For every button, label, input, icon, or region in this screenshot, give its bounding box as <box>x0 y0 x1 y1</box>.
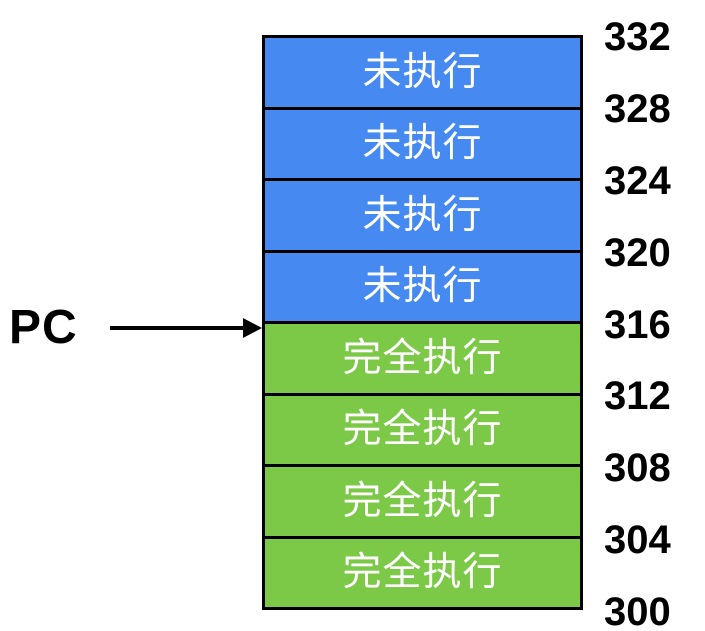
address-label: 316 <box>604 302 671 347</box>
address-label: 312 <box>604 374 671 419</box>
memory-row-label: 完全执行 <box>342 551 503 595</box>
address-label: 328 <box>604 86 671 131</box>
pc-label: PC <box>9 301 78 355</box>
memory-row-unexecuted: 未执行 <box>265 38 580 110</box>
address-label: 304 <box>604 518 671 563</box>
memory-box: 未执行未执行未执行未执行完全执行完全执行完全执行完全执行 <box>262 35 583 610</box>
memory-row-executed: 完全执行 <box>265 538 580 607</box>
pc-arrow-icon <box>110 318 262 338</box>
memory-row-executed: 完全执行 <box>265 395 580 467</box>
memory-row-executed: 完全执行 <box>265 324 580 396</box>
memory-row-unexecuted: 未执行 <box>265 181 580 253</box>
memory-row-unexecuted: 未执行 <box>265 252 580 324</box>
memory-row-unexecuted: 未执行 <box>265 109 580 181</box>
memory-row-label: 未执行 <box>362 193 483 237</box>
address-label: 308 <box>604 446 671 491</box>
memory-row-label: 未执行 <box>362 265 483 309</box>
memory-row-label: 未执行 <box>362 50 483 94</box>
memory-row-label: 完全执行 <box>342 408 503 452</box>
address-label: 300 <box>604 590 671 631</box>
address-label: 324 <box>604 158 671 203</box>
memory-row-executed: 完全执行 <box>265 467 580 539</box>
address-label: 332 <box>604 15 671 59</box>
memory-row-label: 完全执行 <box>342 336 503 380</box>
memory-row-label: 完全执行 <box>342 479 503 523</box>
memory-row-label: 未执行 <box>362 122 483 166</box>
address-label: 320 <box>604 230 671 275</box>
